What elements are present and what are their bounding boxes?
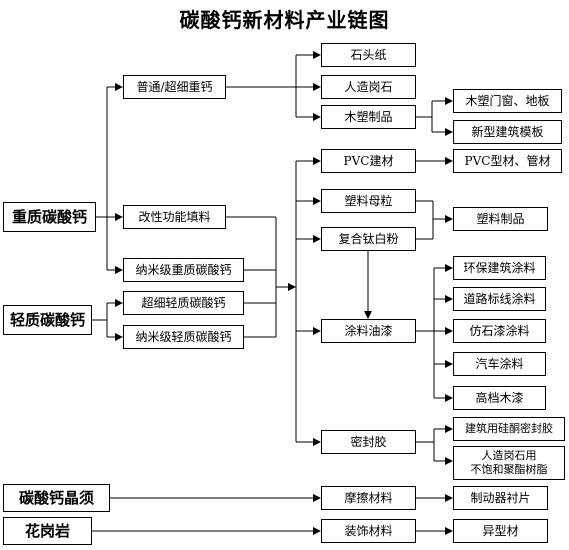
resin-label-line-1: 人造岗石用 [481, 449, 537, 462]
decorative-material-box: 装饰材料 [321, 519, 416, 543]
wood-plastic-window-box: 木塑门窗、地板 [453, 89, 562, 113]
granite-box: 花岗岩 [3, 517, 92, 545]
unsaturated-polyester-resin-box: 人造岗石用 不饱和聚酯树脂 [453, 446, 565, 480]
composite-titanium-box: 复合钛白粉 [321, 227, 416, 251]
plastic-masterbatch-box: 塑料母粒 [321, 189, 416, 213]
resin-label-line-2: 不饱和聚酯树脂 [470, 463, 548, 476]
artificial-stone-box: 人造岗石 [321, 75, 416, 99]
sealant-box: 密封胶 [321, 430, 416, 454]
wood-plastic-box: 木塑制品 [321, 105, 416, 129]
light-calcium-carbonate-box: 轻质碳酸钙 [3, 305, 92, 335]
pvc-profile-pipe-box: PVC型材、管材 [453, 149, 562, 173]
friction-material-box: 摩擦材料 [321, 486, 416, 510]
building-formwork-box: 新型建筑模板 [453, 120, 562, 144]
road-marking-coating-box: 道路标线涂料 [453, 287, 546, 311]
calcium-carbonate-whisker-box: 碳酸钙晶须 [3, 484, 110, 512]
diagram-title: 碳酸钙新材料产业链图 [179, 8, 390, 32]
imitation-stone-coating-box: 仿石漆涂料 [453, 319, 546, 343]
pvc-building-material-box: PVC建材 [321, 149, 416, 173]
stone-paper-box: 石头纸 [321, 43, 416, 67]
eco-coating-box: 环保建筑涂料 [453, 256, 546, 280]
coatings-paint-box: 涂料油漆 [321, 319, 416, 343]
ordinary-heavy-calcium-box: 普通/超细重钙 [123, 75, 226, 99]
automotive-coating-box: 汽车涂料 [453, 352, 546, 376]
modified-filler-box: 改性功能填料 [123, 205, 226, 229]
nano-heavy-calcium-box: 纳米级重质碳酸钙 [123, 258, 244, 282]
plastic-products-box: 塑料制品 [453, 207, 548, 231]
heavy-calcium-carbonate-box: 重质碳酸钙 [3, 202, 96, 232]
brake-lining-box: 制动器衬片 [453, 486, 548, 510]
ultrafine-light-calcium-box: 超细轻质碳酸钙 [123, 291, 244, 315]
silicone-sealant-box: 建筑用硅酮密封胶 [453, 417, 565, 441]
special-profile-box: 异型材 [453, 519, 548, 543]
nano-light-calcium-box: 纳米级轻质碳酸钙 [123, 325, 244, 349]
premium-wood-lacquer-box: 高档木漆 [453, 386, 546, 410]
